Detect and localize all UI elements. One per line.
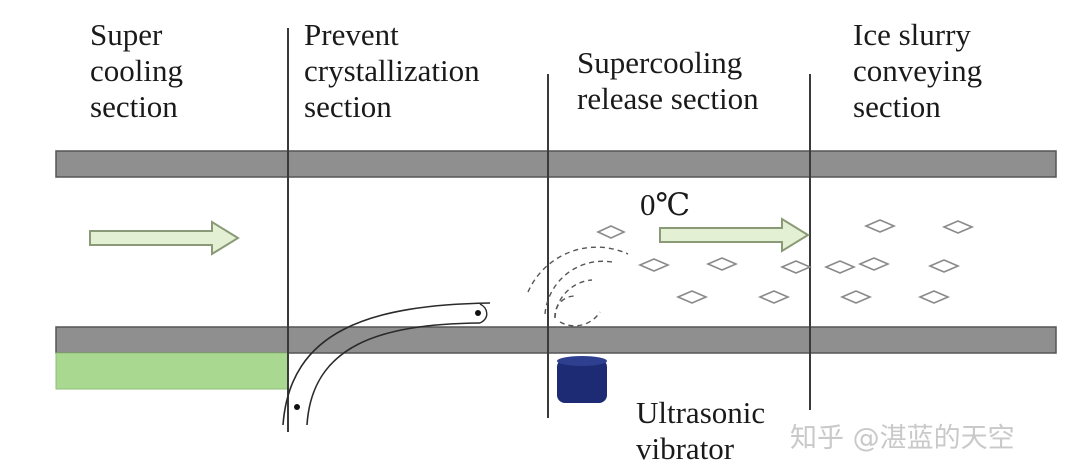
ice-crystal xyxy=(596,225,626,239)
pipe-top-wall xyxy=(55,150,1057,178)
supercooling-release-section-label: Supercooling release section xyxy=(577,45,759,117)
ice-crystal xyxy=(705,257,739,271)
bypass-tube-dot-top xyxy=(475,310,481,316)
label-line: Super xyxy=(90,17,163,52)
pipe-bottom-wall xyxy=(55,326,1057,354)
watermark: 知乎 @湛蓝的天空 xyxy=(790,423,1015,454)
ice-crystal xyxy=(941,220,975,234)
ice-crystals xyxy=(596,219,975,304)
ice-slurry-conveying-section-label: Ice slurry conveying section xyxy=(853,17,982,125)
flow-arrow-left xyxy=(89,220,240,256)
ultrasonic-wave-1 xyxy=(554,295,576,319)
ultrasonic-vibrator-label: Ultrasonic vibrator xyxy=(636,395,765,467)
prevent-crystallization-section-label: Prevent crystallization section xyxy=(304,17,480,125)
label-line: section xyxy=(304,89,392,124)
ice-crystal xyxy=(839,290,873,304)
label-line: crystallization xyxy=(304,53,480,88)
super-cooling-section-label: Super cooling section xyxy=(90,17,183,125)
ultrasonic-wave-4 xyxy=(527,246,629,293)
ice-crystal xyxy=(823,260,857,274)
ultrasonic-wave-2 xyxy=(554,279,593,319)
flow-arrow-right xyxy=(659,217,810,253)
ice-crystal xyxy=(863,219,897,233)
label-line: Ultrasonic xyxy=(636,395,766,430)
label-line: Prevent xyxy=(304,17,399,52)
label-line: vibrator xyxy=(636,431,735,466)
label-line: conveying xyxy=(853,53,983,88)
bypass-tube-dot-bottom xyxy=(294,404,300,410)
cooling-block xyxy=(55,352,289,390)
bypass-tube-outer xyxy=(282,302,491,426)
bypass-tube-end xyxy=(479,303,488,324)
ice-crystal xyxy=(675,290,709,304)
label-line: section xyxy=(853,89,941,124)
ice-crystal xyxy=(757,290,791,304)
ice-crystal xyxy=(927,259,961,273)
ice-crystal xyxy=(637,258,671,272)
ultrasonic-wave-3 xyxy=(544,260,613,315)
ice-crystal xyxy=(857,257,891,271)
ice-crystal xyxy=(779,260,813,274)
bypass-tube-inner xyxy=(306,322,481,426)
label-line: cooling xyxy=(90,53,183,88)
label-line: Ice slurry xyxy=(853,17,971,52)
label-line: release section xyxy=(577,81,759,116)
ice-crystal xyxy=(917,290,951,304)
ultrasonic-vibrator xyxy=(557,356,607,403)
ultrasonic-wave-5 xyxy=(559,311,601,327)
label-line: Supercooling xyxy=(577,45,743,80)
temperature-label: 0℃ xyxy=(640,187,691,222)
label-line: section xyxy=(90,89,178,124)
